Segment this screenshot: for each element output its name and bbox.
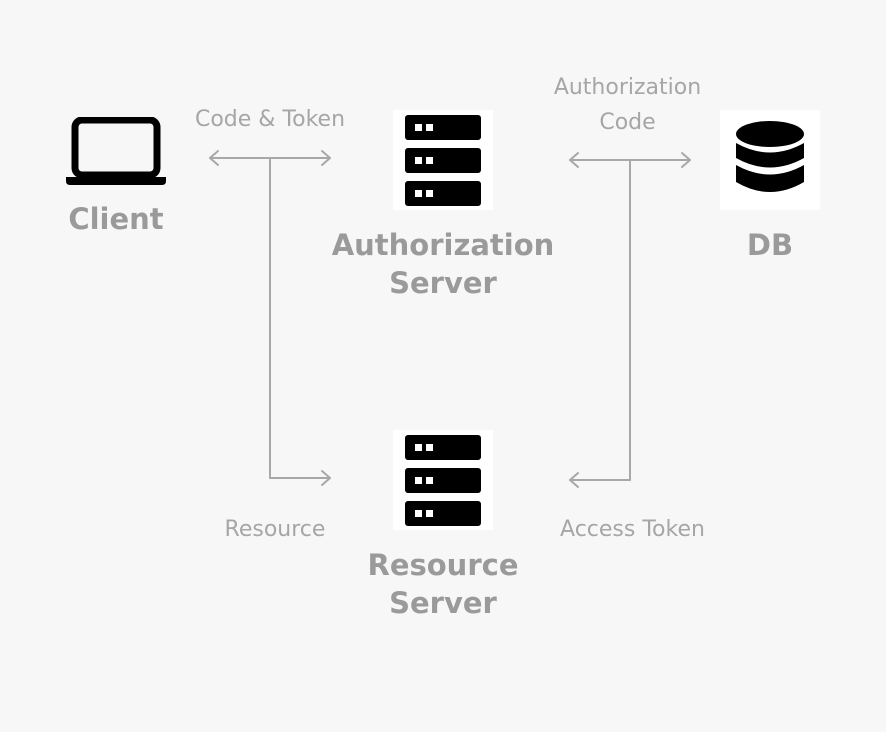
auth-server-label-line1: Authorization [331,228,555,262]
auth-code-connector [569,152,691,481]
auth-server-label-line2: Server [389,266,497,300]
client-label: Client [68,202,164,236]
code-token-label: Code & Token [194,107,346,132]
resource-label: Resource [224,517,326,542]
auth-code-label-line2: Code [599,110,656,135]
resource-server-label-line1: Resource [367,548,519,582]
access-token-label: Access Token [560,517,705,542]
auth-code-label: Authorization Code [530,70,725,140]
code-token-connector [209,150,331,479]
server-icon [393,430,493,530]
laptop-icon [64,116,168,189]
access-token-connector [569,472,631,488]
resource-connector [269,470,331,486]
database-icon [720,110,820,210]
auth-code-label-line1: Authorization [553,75,702,100]
db-label: DB [746,228,794,262]
server-icon [393,110,493,210]
resource-server-label: Resource Server [323,546,563,622]
resource-server-label-line2: Server [389,586,497,620]
auth-server-label: Authorization Server [323,226,563,302]
